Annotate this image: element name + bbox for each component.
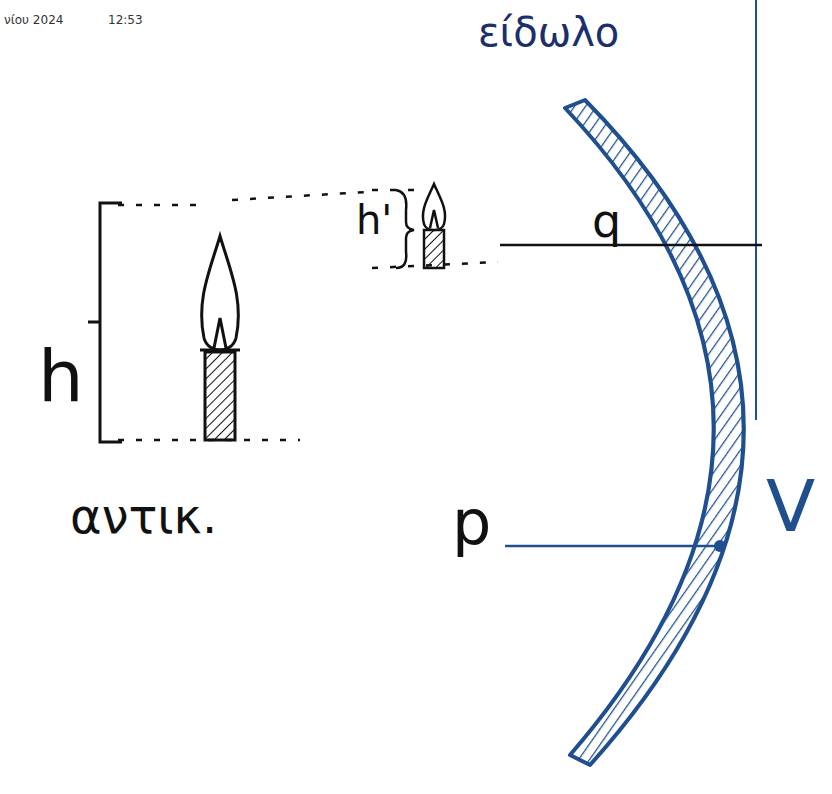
time-stamp: 12:53 [108,14,143,26]
image-height: h' [356,200,392,240]
object-distance: p [452,492,491,554]
height-bracket [88,203,122,442]
object-height: h [38,340,84,412]
vertex-label: V [766,470,815,542]
concave-mirror [565,100,744,765]
vertical-line [755,0,757,420]
object-distance-line [505,545,720,548]
image-distance-line [500,244,762,247]
object-candle [200,236,240,440]
date-stamp: νίου 2024 [4,14,63,26]
image-title: είδωλο [478,12,619,52]
image-candle [423,184,445,268]
image-height-brace [396,190,414,268]
image-distance: q [592,198,621,244]
object-label: αντικ. [70,492,217,540]
